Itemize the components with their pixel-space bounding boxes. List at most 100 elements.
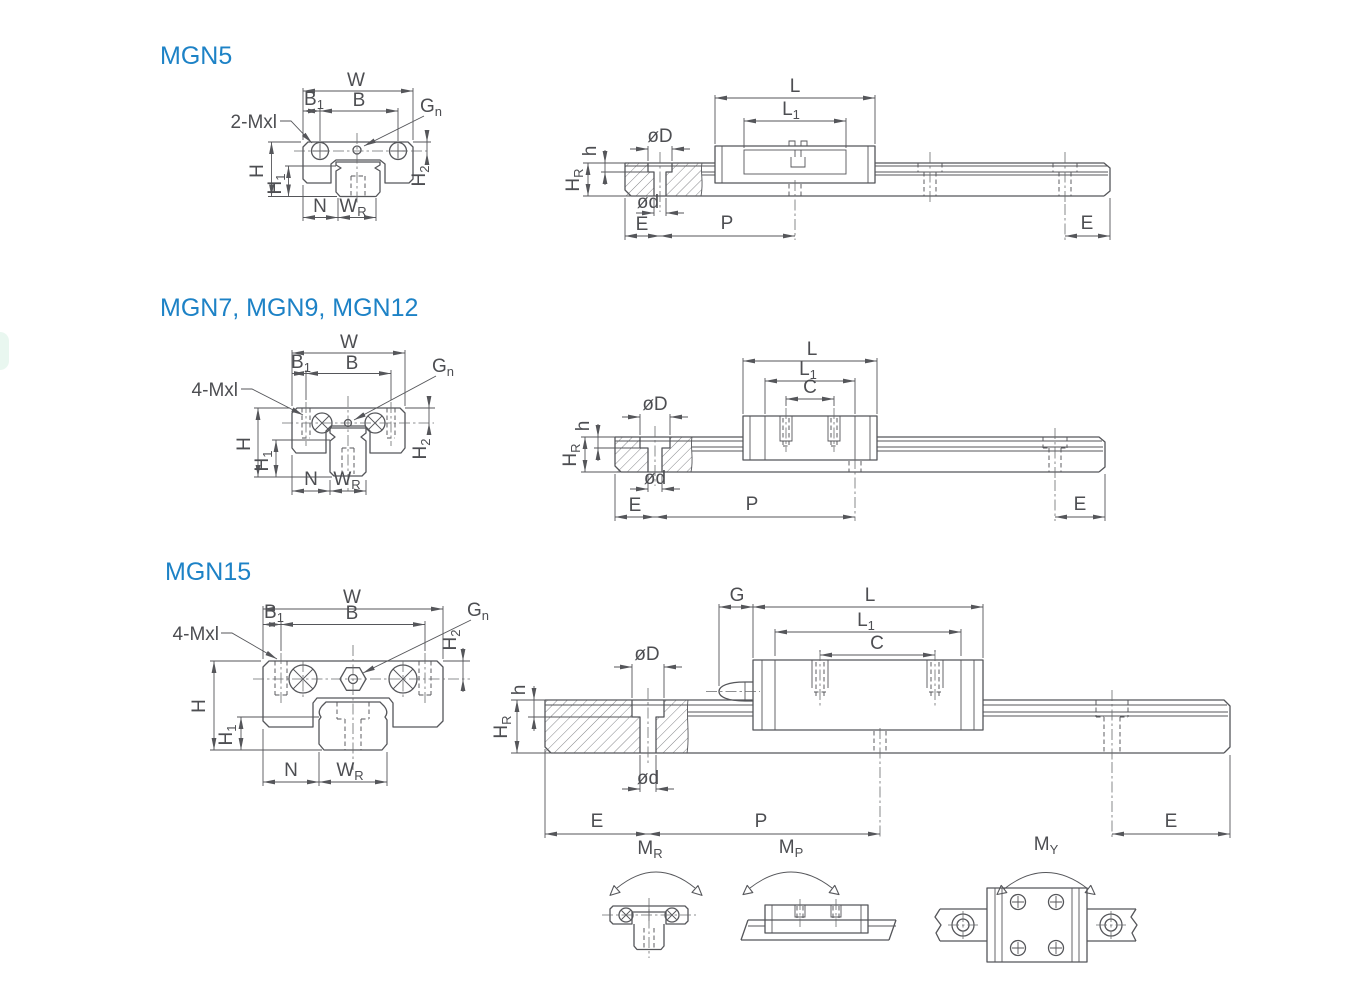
dim-Gn: Gn	[467, 600, 489, 623]
mini-side-view	[740, 899, 897, 941]
dim-L1: L1	[857, 610, 875, 633]
dim-dia-D: øD	[647, 126, 672, 147]
rail-groove-lines	[615, 440, 1103, 452]
dim-N: N	[284, 760, 298, 781]
hidden-hole	[1095, 700, 1129, 753]
section-break-line	[700, 162, 703, 197]
dim-H2: H2	[409, 166, 432, 187]
dim-B: B	[346, 353, 359, 374]
mounting-screw-icon	[1009, 893, 1027, 911]
dim-H: H	[189, 699, 210, 713]
section-break-line	[686, 699, 689, 754]
rail-section-hatch	[662, 448, 670, 472]
hidden-hole	[788, 184, 802, 196]
counterbore-outline	[647, 163, 673, 196]
rail-section-hatch	[666, 172, 672, 196]
carriage-block	[706, 650, 984, 731]
carriage-block	[742, 408, 878, 461]
hidden-hole	[1042, 437, 1068, 472]
hidden-hole	[848, 461, 862, 472]
dim-E-left: E	[591, 811, 604, 832]
carriage-block	[714, 140, 876, 184]
rail-groove-lines	[545, 704, 1228, 717]
grease-port-detail	[788, 140, 808, 168]
mgn15-side-view: G L L1 C øD h HR ød E P E	[491, 585, 1231, 838]
rail-section-hatch	[615, 437, 640, 472]
dim-H1: H1	[252, 451, 275, 472]
screw-spec-label: 4-Mxl	[173, 624, 219, 645]
dim-B1: B1	[264, 602, 284, 625]
hidden-hole	[1052, 163, 1078, 196]
lube-slot	[811, 660, 944, 688]
dim-B1: B1	[304, 89, 324, 112]
dim-W: W	[343, 587, 361, 608]
dim-H: H	[247, 164, 268, 178]
dim-HR: HR	[560, 443, 583, 466]
dim-WR: WR	[336, 760, 363, 783]
dim-H: H	[234, 437, 255, 451]
dim-C: C	[803, 377, 817, 398]
section-title-mgn7-9-12: MGN7, MGN9, MGN12	[160, 294, 418, 322]
dim-E-left: E	[636, 214, 649, 235]
dim-C: C	[870, 633, 884, 654]
rail-outline	[614, 436, 1106, 473]
moment-mp: MP	[740, 837, 897, 941]
dim-WR: WR	[339, 196, 366, 219]
dim-L: L	[807, 339, 818, 360]
dim-P: P	[746, 494, 759, 515]
rail-profile	[318, 701, 388, 751]
section-title-mgn5: MGN5	[160, 42, 232, 70]
centerlines	[294, 133, 430, 204]
dim-W: W	[347, 70, 365, 91]
dim-H1: H1	[265, 174, 288, 195]
tapped-hole-hidden	[274, 661, 432, 696]
dim-N: N	[313, 196, 327, 217]
section-break-line	[690, 436, 693, 473]
dim-h: h	[509, 685, 530, 696]
moment-label-my: MY	[1034, 834, 1059, 857]
screw-spec-label: 2-Mxl	[231, 112, 277, 133]
dim-W: W	[340, 332, 358, 353]
dim-HR: HR	[563, 168, 586, 191]
dim-P: P	[721, 213, 734, 234]
rail-outline	[624, 162, 1111, 197]
rail-section-hatch	[545, 700, 632, 753]
section-mgn7-9-12: MGN7, MGN9, MGN12 W B B1 Gn 4-Mxl H	[160, 294, 1106, 521]
dim-H1: H1	[216, 725, 239, 746]
dim-B: B	[353, 90, 366, 111]
counterbore-outline	[639, 437, 671, 472]
dim-dia-d: ød	[644, 468, 666, 489]
rotation-arc-icon	[749, 871, 833, 889]
section-title-mgn15: MGN15	[165, 558, 251, 586]
page-edge-mark	[0, 332, 9, 370]
dim-dia-d: ød	[637, 192, 659, 213]
rail-counterbore-hidden	[336, 702, 370, 750]
dim-dia-D: øD	[634, 644, 659, 665]
grease-nipple-icon	[706, 681, 760, 702]
section-mgn5: MGN5 W B B1 Gn 2-Mxl H H1	[160, 42, 1111, 240]
rail-section-hatch	[672, 163, 702, 196]
block-outline	[262, 660, 444, 728]
dim-N: N	[304, 469, 318, 490]
dim-H2: H2	[440, 630, 463, 651]
section-mgn15: MGN15 W B B1 Gn 4-Mxl	[165, 558, 1231, 838]
rail-profile	[335, 161, 381, 198]
rail-groove-lines	[625, 165, 1108, 176]
rail-section-hatch	[632, 717, 640, 753]
rail-profile	[329, 427, 367, 477]
dim-HR: HR	[491, 715, 514, 738]
mgn5-side-view: L L1 øD h HR ød E P E	[563, 76, 1111, 240]
dim-H2: H2	[410, 439, 433, 460]
rail-tapped-hole-hidden	[350, 175, 366, 196]
dim-P: P	[755, 811, 768, 832]
moment-label-mr: MR	[637, 838, 662, 861]
block-outline	[302, 141, 414, 184]
rail-section-hatch	[670, 437, 692, 472]
rail-left	[934, 908, 987, 942]
dim-h: h	[573, 421, 594, 432]
rail-section-hatch	[640, 448, 648, 472]
mgn5-front-view: W B B1 Gn 2-Mxl H H1 H2 N WR	[231, 70, 442, 221]
rotation-arc-icon	[616, 871, 696, 889]
